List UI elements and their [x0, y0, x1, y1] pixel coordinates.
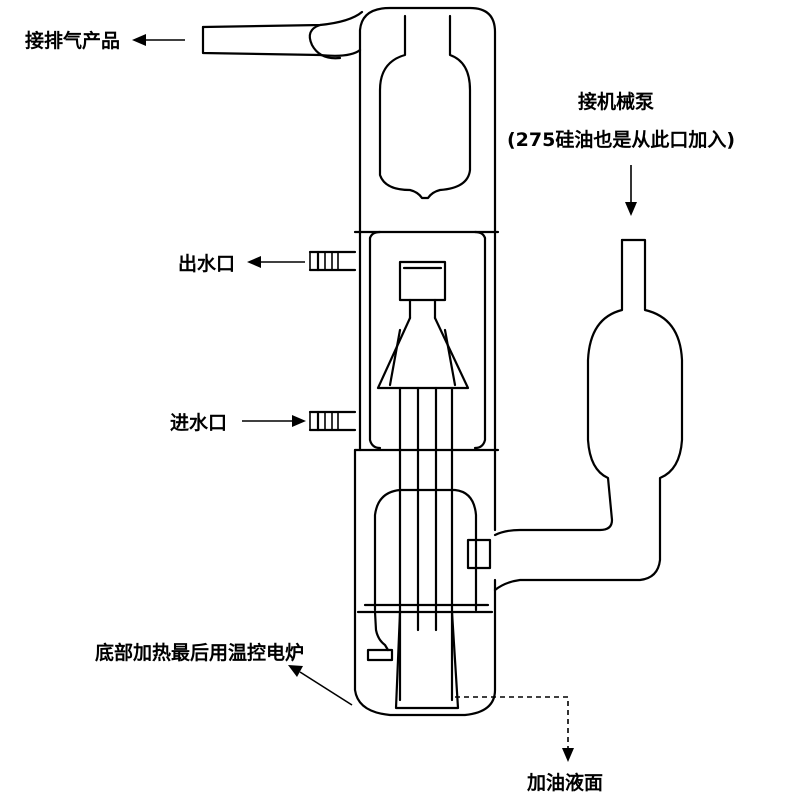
jet-assembly [356, 260, 494, 710]
label-heater: 底部加热最后用温控电炉 [95, 641, 304, 664]
pump-arm [466, 238, 684, 592]
arrow-water-out [247, 256, 305, 268]
heater-tab [366, 610, 394, 662]
arrow-heater [288, 665, 353, 706]
label-water-out: 出水口 [178, 252, 235, 275]
water-out-nozzle [308, 250, 357, 272]
label-oil-level: 加油液面 [526, 771, 603, 794]
label-water-in: 进水口 [170, 412, 227, 434]
arrow-pump-inlet [625, 165, 637, 216]
water-in-nozzle [308, 410, 357, 432]
label-pump-line2: (275硅油也是从此口加入) [507, 128, 735, 151]
exhaust-tube [201, 10, 364, 60]
label-exhaust: 接排气产品 [25, 29, 120, 52]
arrow-oil-level [455, 696, 574, 762]
label-pump-line1: 接机械泵 [578, 90, 654, 113]
main-column [353, 6, 500, 717]
arrow-water-in [242, 415, 306, 427]
arrow-exhaust [132, 34, 185, 46]
